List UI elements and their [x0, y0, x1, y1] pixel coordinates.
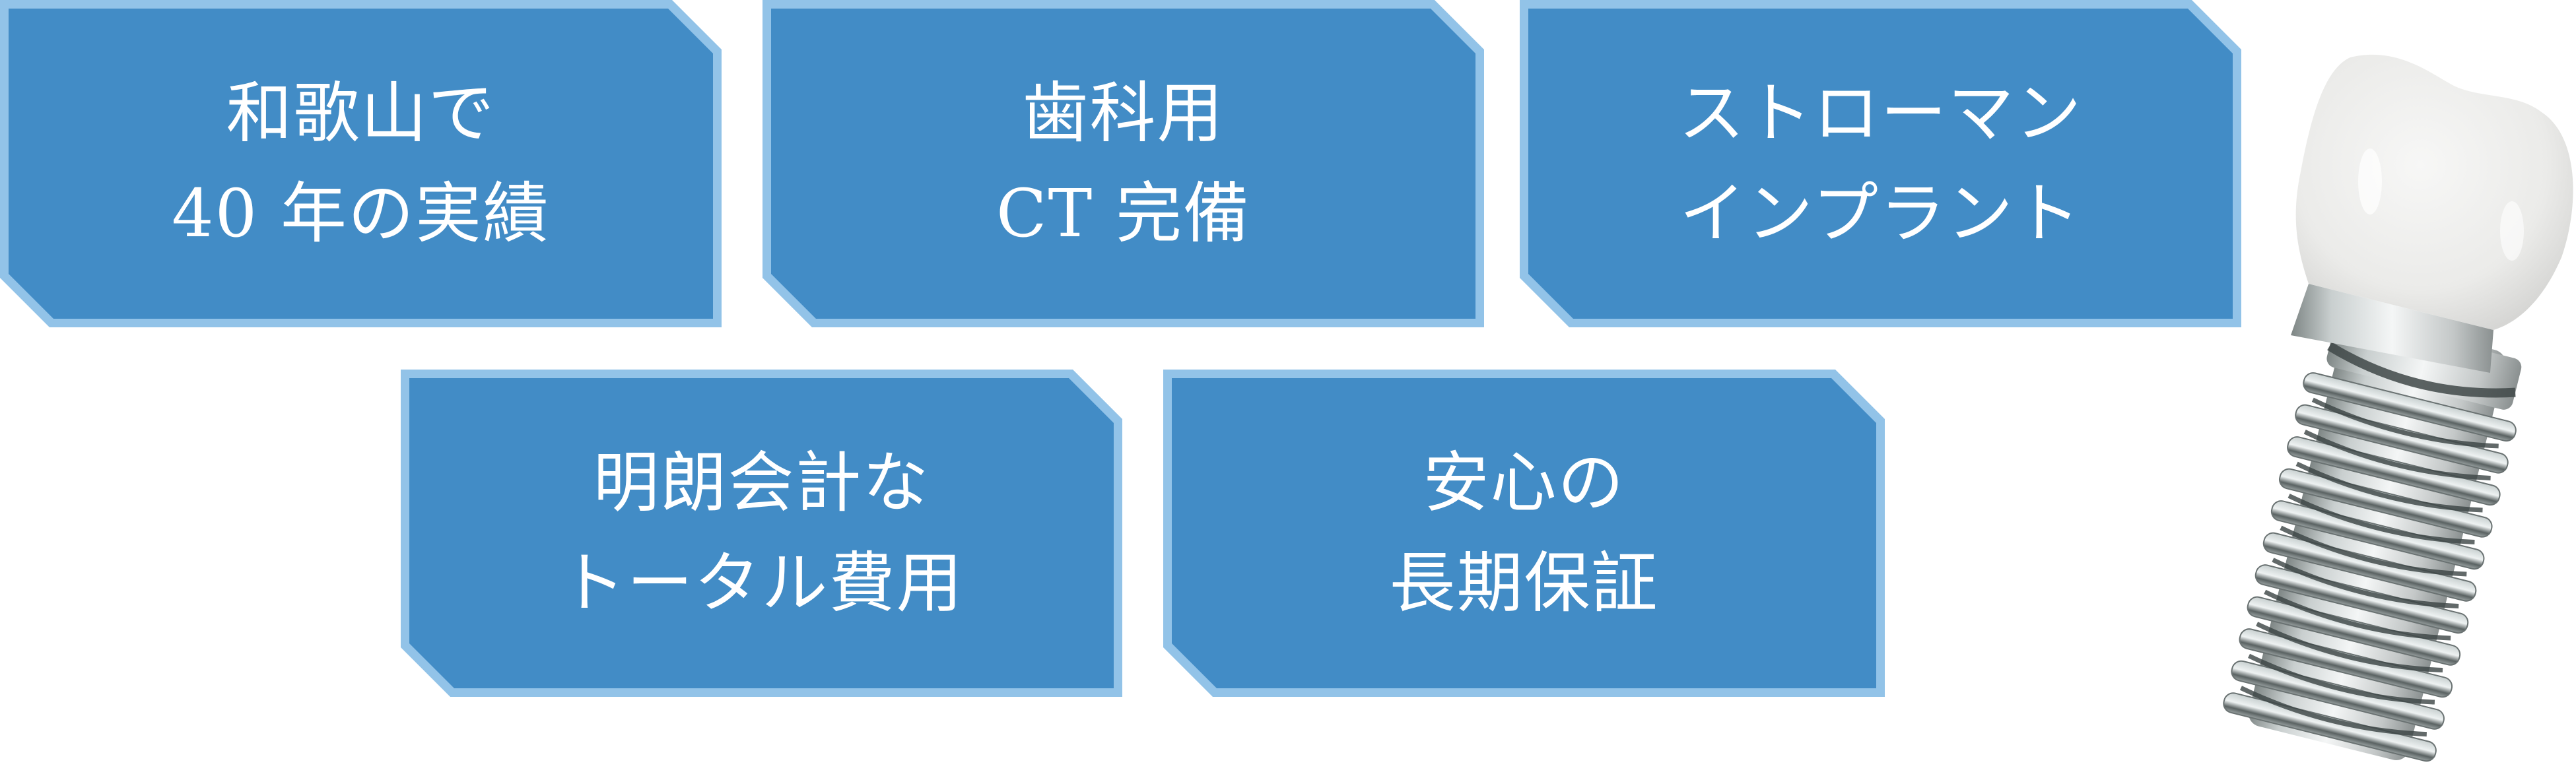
tooth-crown [2295, 54, 2573, 330]
card-label-line1: 明朗会計な [593, 444, 930, 521]
card-label-line1: 安心の [1423, 444, 1625, 521]
card-label-line1: ストローマン [1678, 75, 2083, 152]
feature-card-ct: 歯科用 CT 完備 [763, 0, 1484, 327]
card-label: 和歌山で 40 年の実績 [0, 0, 722, 327]
card-background [0, 0, 722, 327]
card-background [401, 370, 1122, 697]
card-label-line2: インプラント [1679, 175, 2082, 252]
card-label: 安心の 長期保証 [1163, 370, 1885, 697]
card-label: ストローマン インプラント [1520, 0, 2241, 327]
card-background [763, 0, 1484, 327]
feature-card-experience: 和歌山で 40 年の実績 [0, 0, 722, 327]
card-background [1163, 370, 1885, 697]
card-label-line1: 和歌山で [226, 75, 496, 152]
feature-card-pricing: 明朗会計な トータル費用 [401, 370, 1122, 697]
card-label-line2: CT 完備 [996, 175, 1250, 252]
card-label-line2: 長期保証 [1389, 544, 1659, 622]
card-label-line1: 歯科用 [1022, 75, 1225, 152]
card-label: 歯科用 CT 完備 [763, 0, 1484, 327]
dental-implant-icon [2223, 54, 2573, 762]
card-label-line2: 40 年の実績 [171, 175, 551, 252]
card-label: 明朗会計な トータル費用 [401, 370, 1122, 697]
implant-abutment [2291, 284, 2493, 373]
implant-screw [2223, 315, 2522, 762]
feature-card-straumann: ストローマン インプラント [1520, 0, 2241, 327]
card-background [1520, 0, 2241, 327]
card-label-line2: トータル費用 [559, 544, 964, 622]
feature-card-warranty: 安心の 長期保証 [1163, 370, 1885, 697]
